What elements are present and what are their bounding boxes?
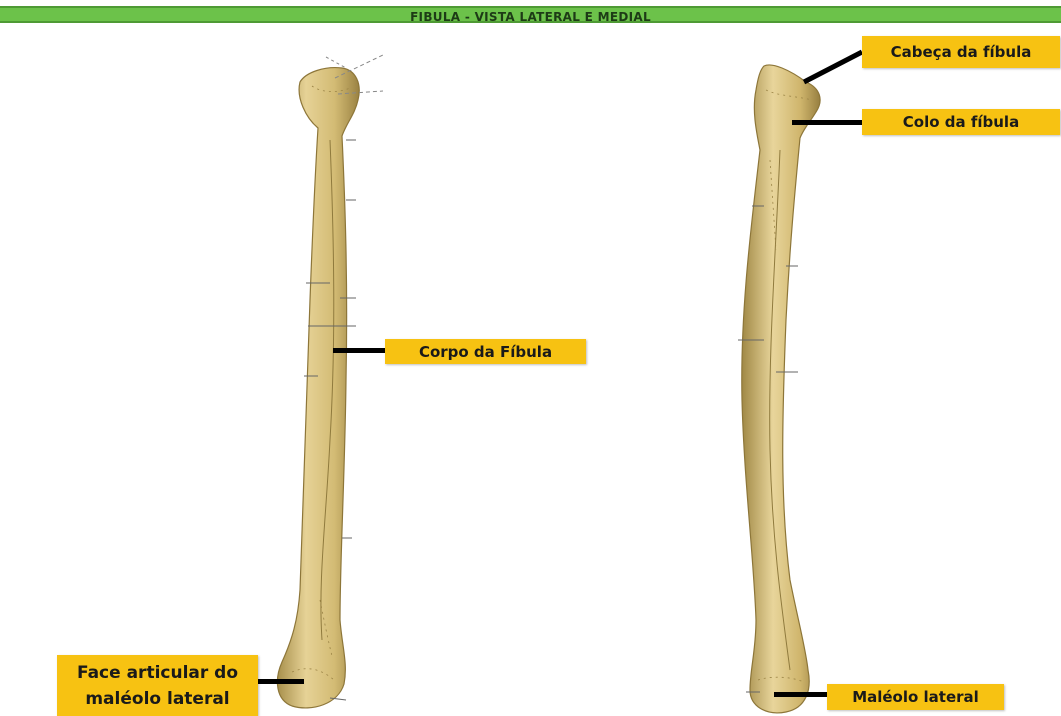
leader-corpo [333,348,385,353]
label-cabeca-text: Cabeça da fíbula [891,43,1032,61]
label-maleolo-text: Maléolo lateral [852,688,979,706]
ref-line-2 [326,57,346,68]
fibula-lateral-view [277,55,383,708]
label-corpo-text: Corpo da Fíbula [419,343,552,361]
fibula-medial-shape [742,65,820,713]
label-colo-text: Colo da fíbula [903,113,1019,131]
fibula-medial-view [738,65,820,713]
fibula-lateral-shape [277,68,359,708]
leader-face-articular [258,679,304,684]
label-face-articular: Face articular do maléolo lateral [57,655,258,716]
label-maleolo-lateral: Maléolo lateral [827,684,1004,710]
label-face-line2: maléolo lateral [85,686,229,712]
label-colo-da-fibula: Colo da fíbula [862,109,1060,135]
label-face-line1: Face articular do [77,660,238,686]
ref-line-1 [335,55,383,78]
leader-cabeca [804,52,862,82]
label-corpo-da-fibula: Corpo da Fíbula [385,339,586,364]
label-cabeca-da-fibula: Cabeça da fíbula [862,36,1060,68]
leader-maleolo [774,692,828,697]
leader-colo [792,120,862,125]
